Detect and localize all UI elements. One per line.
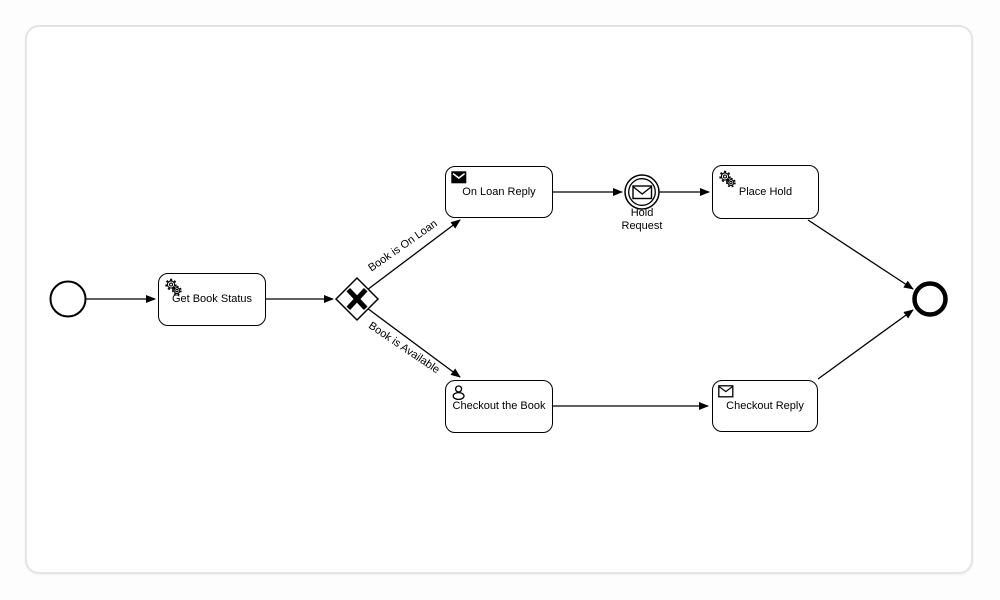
end-event[interactable] xyxy=(912,281,948,317)
gears-icon xyxy=(165,278,182,296)
task-label: Get Book Status xyxy=(171,293,253,305)
message-filled-icon xyxy=(451,171,467,184)
task-label: Checkout Reply xyxy=(726,399,804,412)
flow-gateway-to-checkout-the-book xyxy=(366,307,461,378)
gateway-x-marker xyxy=(346,287,368,311)
user-icon xyxy=(452,385,465,401)
task-label: Place Hold xyxy=(738,185,793,198)
task-checkout-the-book[interactable]: Checkout the Book xyxy=(445,380,553,433)
sequence-flows xyxy=(86,188,914,410)
task-label: On Loan Reply xyxy=(462,185,536,198)
task-place-hold[interactable]: Place Hold xyxy=(712,165,819,219)
message-outline-icon xyxy=(718,385,734,398)
gears-icon xyxy=(719,170,736,188)
task-on-loan-reply[interactable]: On Loan Reply xyxy=(445,166,553,218)
task-label: Checkout the Book xyxy=(452,400,546,412)
start-event[interactable] xyxy=(49,280,87,318)
flow-checkout-reply-to-end xyxy=(817,309,914,380)
message-outline-icon xyxy=(632,185,653,200)
hold-request-label: Hold Request xyxy=(621,207,663,232)
hold-request-event[interactable] xyxy=(624,174,660,210)
task-get-book-status[interactable]: Get Book Status xyxy=(158,273,266,326)
flow-place-hold-to-end xyxy=(807,219,914,290)
exclusive-gateway[interactable] xyxy=(334,276,380,322)
task-checkout-reply[interactable]: Checkout Reply xyxy=(712,380,818,432)
flow-gateway-to-on-loan-reply xyxy=(366,219,461,291)
